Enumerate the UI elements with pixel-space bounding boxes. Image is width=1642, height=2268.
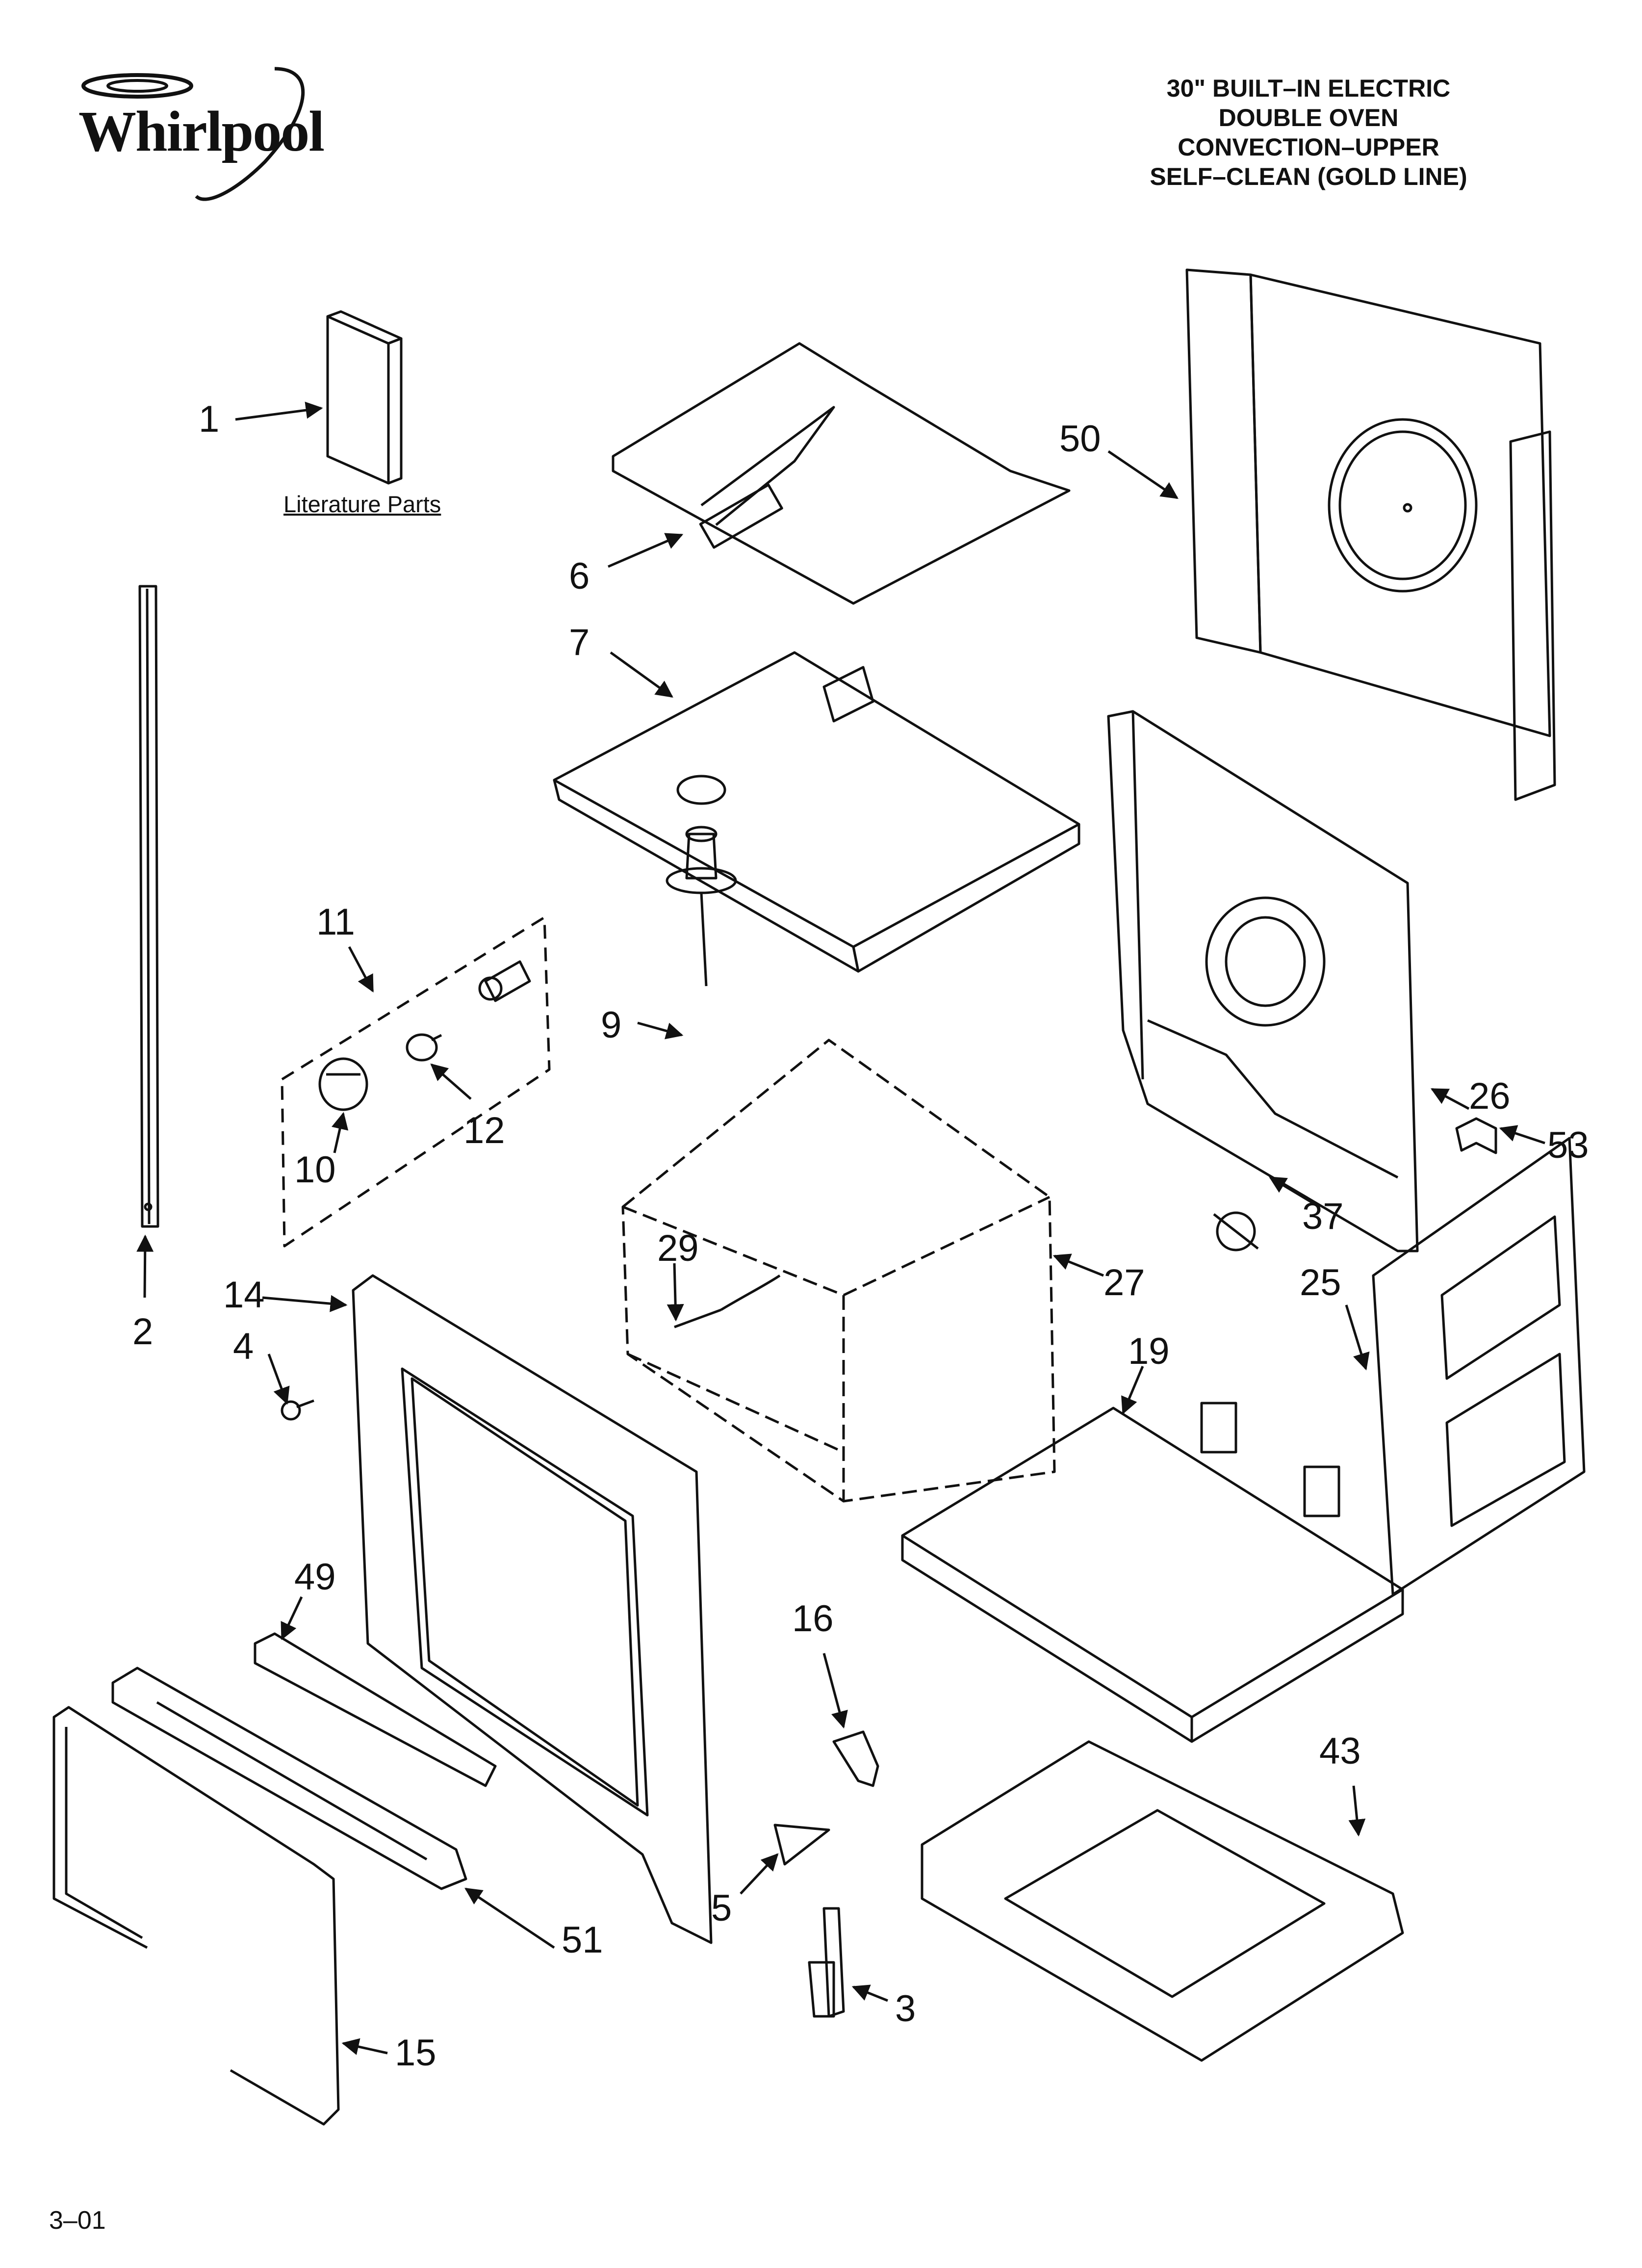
callout-11: 11 [316,901,355,943]
part-37-thermal-switch [1213,1211,1259,1251]
callout-12: 12 [463,1110,505,1151]
part-15-gasket [52,1706,340,2126]
callout-16: 16 [792,1598,834,1640]
whirlpool-logo: Whirlpool [59,64,363,211]
part-26-rear-box [1107,710,1419,1252]
callout-49: 49 [294,1556,336,1598]
part-19-bottom-panel [901,1402,1404,1743]
part-29-sensor [674,1274,781,1329]
part-50-rear-panel [1185,268,1556,801]
callout-3: 3 [895,1988,916,2030]
part-16-switch [832,1730,879,1787]
part-7-top-shield [553,651,1080,973]
part-14-front-frame [352,1274,713,1944]
callout-19: 19 [1128,1330,1170,1372]
part-1-literature [326,310,403,485]
literature-parts-caption: Literature Parts [283,491,441,517]
part-25-side-panel [1372,1137,1586,1596]
callout-2: 2 [132,1311,153,1353]
part-27-oven-cavity [621,1039,1056,1503]
part-4-screw [281,1399,314,1421]
callout-26: 26 [1469,1075,1511,1117]
part-49-trim [254,1632,497,1787]
callout-29: 29 [657,1227,699,1269]
callout-6: 6 [569,555,590,597]
callout-27: 27 [1103,1262,1145,1303]
part-2-trim-strip [138,585,159,1228]
part-53-clip [1455,1117,1497,1154]
callout-1: 1 [199,398,219,440]
callout-9: 9 [601,1004,621,1046]
callout-51: 51 [562,1919,603,1961]
callout-5: 5 [711,1887,732,1929]
part-5-bracket [773,1824,830,1866]
callout-25: 25 [1300,1262,1341,1303]
part-10-lens [318,1057,368,1111]
part-11-socket [478,960,531,1002]
callout-14: 14 [223,1274,265,1316]
title-line-1: 30" BUILT–IN ELECTRIC [1166,75,1451,102]
title-line-4: SELF–CLEAN (GOLD LINE) [1150,163,1467,190]
title-line-2: DOUBLE OVEN [1218,104,1399,131]
callout-10: 10 [294,1149,336,1191]
callout-labels: 1 2 3 4 5 6 7 9 10 11 12 14 15 16 19 25 … [132,398,1589,2074]
part-3-hinge [808,1907,845,2018]
part-51-vent-trim [111,1667,467,1890]
callout-43: 43 [1319,1730,1361,1772]
part-43-bottom-pan [921,1740,1404,2062]
callout-50: 50 [1059,418,1101,460]
logo-swirl-icon [81,67,305,201]
brand-name: Whirlpool [78,99,325,163]
callout-4: 4 [233,1326,254,1367]
callout-15: 15 [395,2032,436,2074]
part-9-motor [666,826,737,987]
title-line-3: CONVECTION–UPPER [1178,133,1439,161]
callout-53: 53 [1547,1124,1589,1166]
page-number: 3–01 [49,2206,106,2235]
part-11-lamp-group [281,916,551,1248]
leader-arrows [136,401,1545,2055]
callout-37: 37 [1302,1196,1344,1237]
part-12-bulb [406,1033,442,1062]
part-6-top-duct [612,342,1071,605]
callout-7: 7 [569,622,590,663]
diagram-title: 30" BUILT–IN ELECTRIC DOUBLE OVEN CONVEC… [1039,74,1578,191]
